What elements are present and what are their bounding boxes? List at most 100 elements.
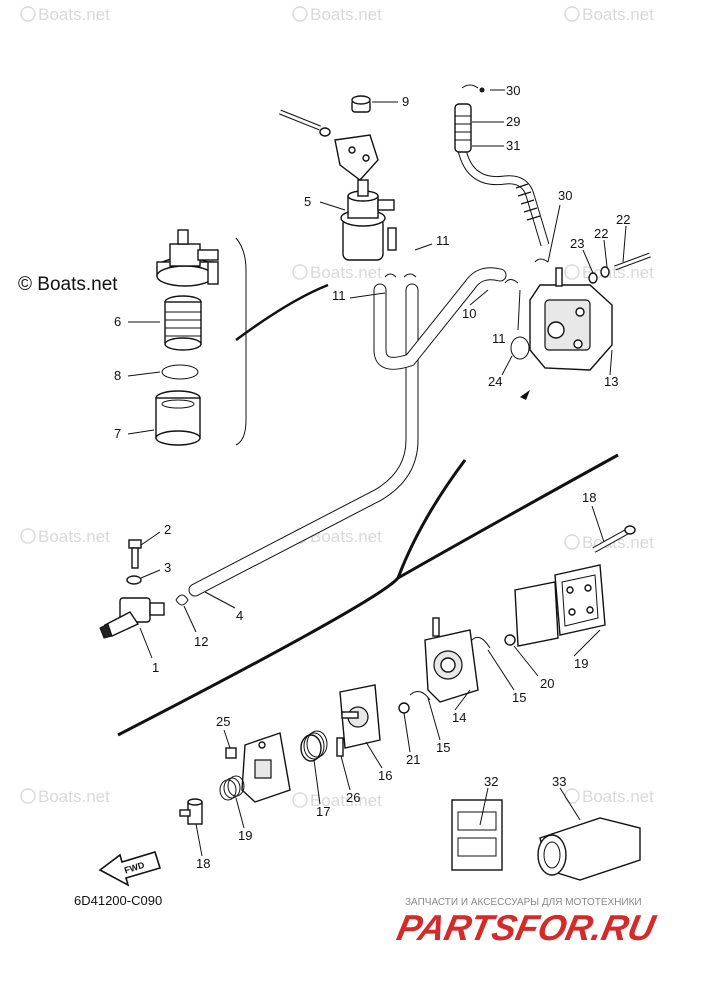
- pin-24: [336, 737, 344, 757]
- label-22: 21: [406, 752, 420, 767]
- label-8: 8: [114, 368, 121, 383]
- label-26: 22: [594, 226, 608, 241]
- svg-text:Boats.net: Boats.net: [310, 527, 382, 546]
- label-27: 23: [570, 236, 584, 251]
- svg-text:Boats.net: Boats.net: [582, 787, 654, 806]
- svg-text:Boats.net: Boats.net: [310, 791, 382, 810]
- label-6: 6: [114, 314, 121, 329]
- label-21: 19: [574, 656, 588, 671]
- bolt-20: [592, 525, 636, 553]
- connector-line: [235, 283, 329, 342]
- label-19: 19: [238, 828, 252, 843]
- nut-23: [225, 747, 237, 759]
- filter-cup-7: [155, 390, 201, 446]
- fuel-hose-10: [373, 267, 507, 370]
- plunger-18: [179, 798, 203, 825]
- label-23: 25: [216, 714, 230, 729]
- label-32: 32: [484, 774, 498, 789]
- repair-kit-33: [537, 817, 641, 881]
- screw-22: [398, 634, 516, 714]
- label-2: 2: [164, 522, 171, 537]
- spring-17: [300, 730, 328, 762]
- watermark: Boats.net: [564, 787, 654, 806]
- diaphragm-16: [339, 684, 381, 749]
- label-16: 16: [378, 768, 392, 783]
- watermark: Boats.net: [292, 5, 382, 24]
- label-4: 4: [236, 608, 243, 623]
- leader-lines: [127, 89, 627, 857]
- label-30: 30: [506, 83, 520, 98]
- spring-19: [219, 775, 245, 801]
- label-17: 17: [316, 804, 330, 819]
- o-ring-28: [510, 336, 530, 360]
- filter-element-6: [164, 295, 202, 351]
- label-11: 11: [332, 288, 346, 303]
- fuel-hose-4: [188, 283, 419, 597]
- bracket-line: [235, 237, 247, 446]
- label-33: 33: [552, 774, 566, 789]
- o-ring-8: [161, 364, 199, 380]
- label-15: 15: [436, 740, 450, 755]
- clip-29: [454, 103, 472, 153]
- watermark: Boats.net: [292, 791, 382, 810]
- gasket-kit-32: [451, 799, 503, 871]
- watermark: Boats.net: [564, 5, 654, 24]
- svg-text:Boats.net: Boats.net: [582, 5, 654, 24]
- hose-clip-30b: [534, 258, 549, 263]
- washer-3: [126, 575, 142, 585]
- divider-line: [117, 453, 619, 737]
- label-18: 18: [196, 856, 210, 871]
- label-28: 24: [488, 374, 502, 389]
- washer-26: [600, 266, 610, 278]
- label-11: 11: [436, 233, 450, 248]
- fuel-hose-31: [457, 148, 550, 247]
- label-12: 12: [194, 634, 208, 649]
- label-24: 26: [346, 790, 360, 805]
- part-labels: 9 30 29 31 5 11 11 10 11 30 22 22 23 24 …: [114, 83, 630, 871]
- fuel-filter-5: [340, 179, 397, 261]
- watermark: Boats.net: [292, 263, 382, 282]
- label-1: 1: [152, 660, 159, 675]
- divider-branch: [396, 459, 467, 579]
- fuel-joint-1: [99, 597, 165, 639]
- bolt-25: [614, 252, 651, 271]
- svg-text:Boats.net: Boats.net: [310, 263, 382, 282]
- label-29: 29: [506, 114, 520, 129]
- label-10: 10: [462, 306, 476, 321]
- svg-text:Boats.net: Boats.net: [310, 5, 382, 24]
- label-15: 15: [512, 690, 526, 705]
- copyright-label: © Boats.net: [18, 274, 118, 295]
- label-25: 22: [616, 212, 630, 227]
- watermark: Boats.net: [20, 5, 110, 24]
- clip-11: [384, 273, 519, 284]
- footer-tagline: ЗАПЧАСТИ И АКСЕССУАРЫ ДЛЯ МОТОТЕХНИКИ: [405, 897, 642, 908]
- label-14: 14: [452, 710, 466, 725]
- pump-base: [241, 732, 291, 803]
- label-30: 30: [558, 188, 572, 203]
- fwd-arrow-icon: FWD: [98, 851, 162, 887]
- label-9: 9: [402, 94, 409, 109]
- label-5: 5: [304, 194, 311, 209]
- cover-21: [554, 564, 606, 636]
- svg-text:Boats.net: Boats.net: [38, 787, 110, 806]
- svg-text:Boats.net: Boats.net: [38, 527, 110, 546]
- footer-brand: PARTSFOR.RU: [394, 907, 661, 948]
- label-20: 18: [582, 490, 596, 505]
- arrow-to-pump: [520, 390, 530, 400]
- filter-cap: [156, 229, 219, 287]
- label-13: 13: [604, 374, 618, 389]
- label-22: 20: [540, 676, 554, 691]
- label-31: 31: [506, 138, 520, 153]
- svg-text:Boats.net: Boats.net: [582, 263, 654, 282]
- watermark: Boats.net: [564, 263, 654, 282]
- hose-clip-30: [461, 84, 485, 93]
- label-11: 11: [492, 331, 506, 346]
- washer-27: [588, 272, 598, 284]
- svg-text:Boats.net: Boats.net: [38, 5, 110, 24]
- watermark: Boats.net: [20, 527, 110, 546]
- gasket-21: [514, 581, 559, 647]
- clip-12: [175, 594, 189, 606]
- fuel-pump-13: [529, 267, 613, 371]
- watermark: Boats.net: [20, 787, 110, 806]
